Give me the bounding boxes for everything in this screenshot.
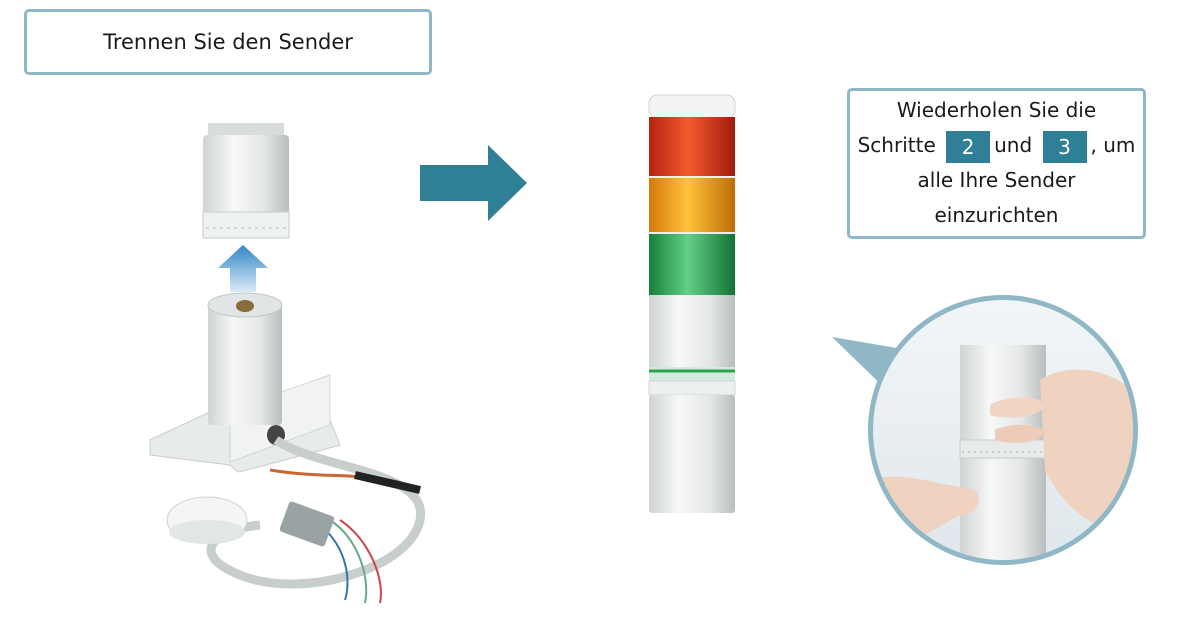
right-arrow-icon — [420, 145, 527, 221]
signal-tower-image — [648, 94, 736, 513]
info-line-1: Wiederholen Sie die — [896, 98, 1097, 122]
step-label-box: Trennen Sie den Sender — [24, 9, 432, 75]
info-line-2-prefix: Schritte — [857, 133, 936, 157]
step-2-badge: 2 — [946, 130, 991, 163]
zoom-bubble-image — [832, 295, 1138, 565]
transmitter-module-image — [202, 123, 290, 239]
info-line-4: einzurichten — [934, 203, 1059, 227]
info-line-2-mid: und — [994, 133, 1033, 157]
base-unit-image — [149, 292, 425, 604]
up-arrow-icon — [218, 245, 268, 292]
info-line-3: alle Ihre Sender — [917, 168, 1076, 192]
info-line-2-suffix: , um — [1090, 133, 1136, 157]
step-3-badge: 3 — [1042, 130, 1087, 163]
step-label-text: Trennen Sie den Sender — [103, 30, 353, 54]
